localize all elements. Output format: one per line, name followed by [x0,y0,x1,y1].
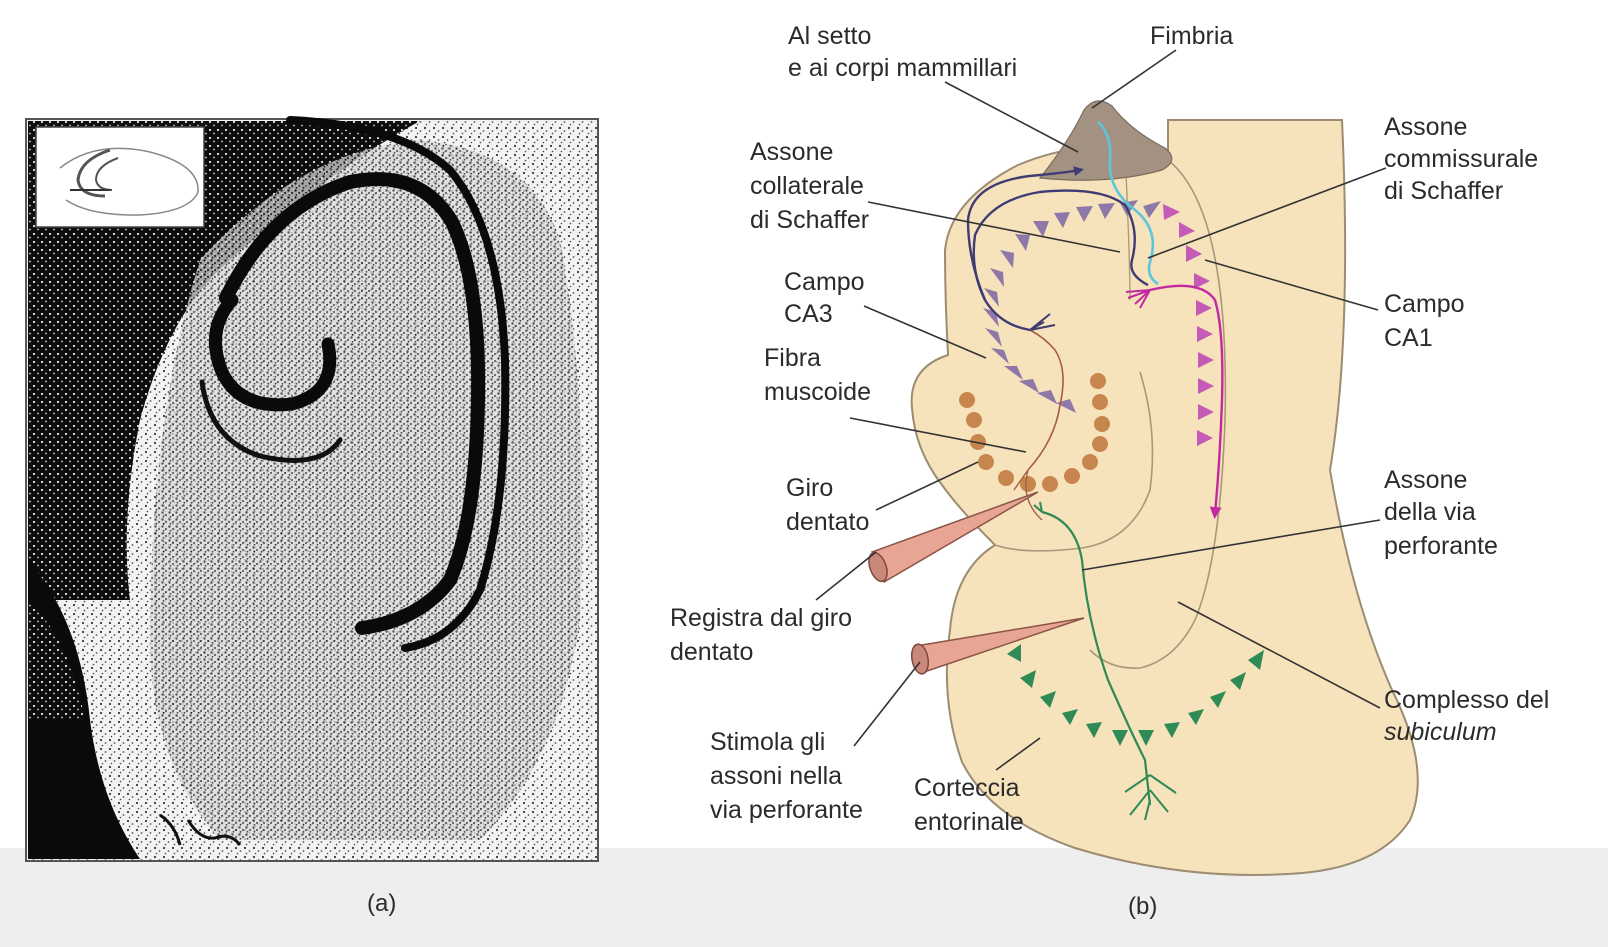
label-corpi-mammillari: e ai corpi mammillari [788,54,1017,82]
label-assone-via-perforante-3: perforante [1384,532,1498,560]
label-stimola-3: via perforante [710,796,863,824]
label-fimbria: Fimbria [1150,22,1233,50]
label-assone-commissurale-1: Assone [1384,113,1467,141]
inset-thumbnail [36,127,204,227]
label-giro-dentato-1: Giro [786,474,833,502]
label-assone-collaterale-3: di Schaffer [750,206,869,234]
label-campo-ca3-1: Campo [784,268,865,296]
bottom-band [0,848,1608,947]
label-stimola-2: assoni nella [710,762,842,790]
label-assone-via-perforante-1: Assone [1384,466,1467,494]
label-campo-ca1-1: Campo [1384,290,1465,318]
label-registra-2: dentato [670,638,753,666]
label-fibra-muscoide-1: Fibra [764,344,821,372]
label-assone-collaterale-1: Assone [750,138,833,166]
tissue-body [912,120,1418,875]
label-campo-ca1-2: CA1 [1384,324,1433,352]
label-campo-ca3-2: CA3 [784,300,833,328]
panel-a-caption: (a) [367,890,396,917]
label-fibra-muscoide-2: muscoide [764,378,871,406]
panel-b-caption: (b) [1128,893,1157,920]
label-assone-via-perforante-2: della via [1384,498,1476,526]
panel-a-micrograph [26,119,598,861]
label-assone-commissurale-2: commissurale [1384,145,1538,173]
label-complesso-2: subiculum [1384,718,1497,746]
label-corteccia-2: entorinale [914,808,1024,836]
label-al-setto: Al setto [788,22,871,50]
label-registra-1: Registra dal giro [670,604,852,632]
label-complesso-1: Complesso del [1384,686,1549,714]
label-giro-dentato-2: dentato [786,508,869,536]
label-assone-collaterale-2: collaterale [750,172,864,200]
label-stimola-1: Stimola gli [710,728,825,756]
fimbria-structure [1040,101,1172,180]
panel-b-schematic [816,50,1418,875]
label-corteccia-1: Corteccia [914,774,1020,802]
label-assone-commissurale-3: di Schaffer [1384,177,1503,205]
